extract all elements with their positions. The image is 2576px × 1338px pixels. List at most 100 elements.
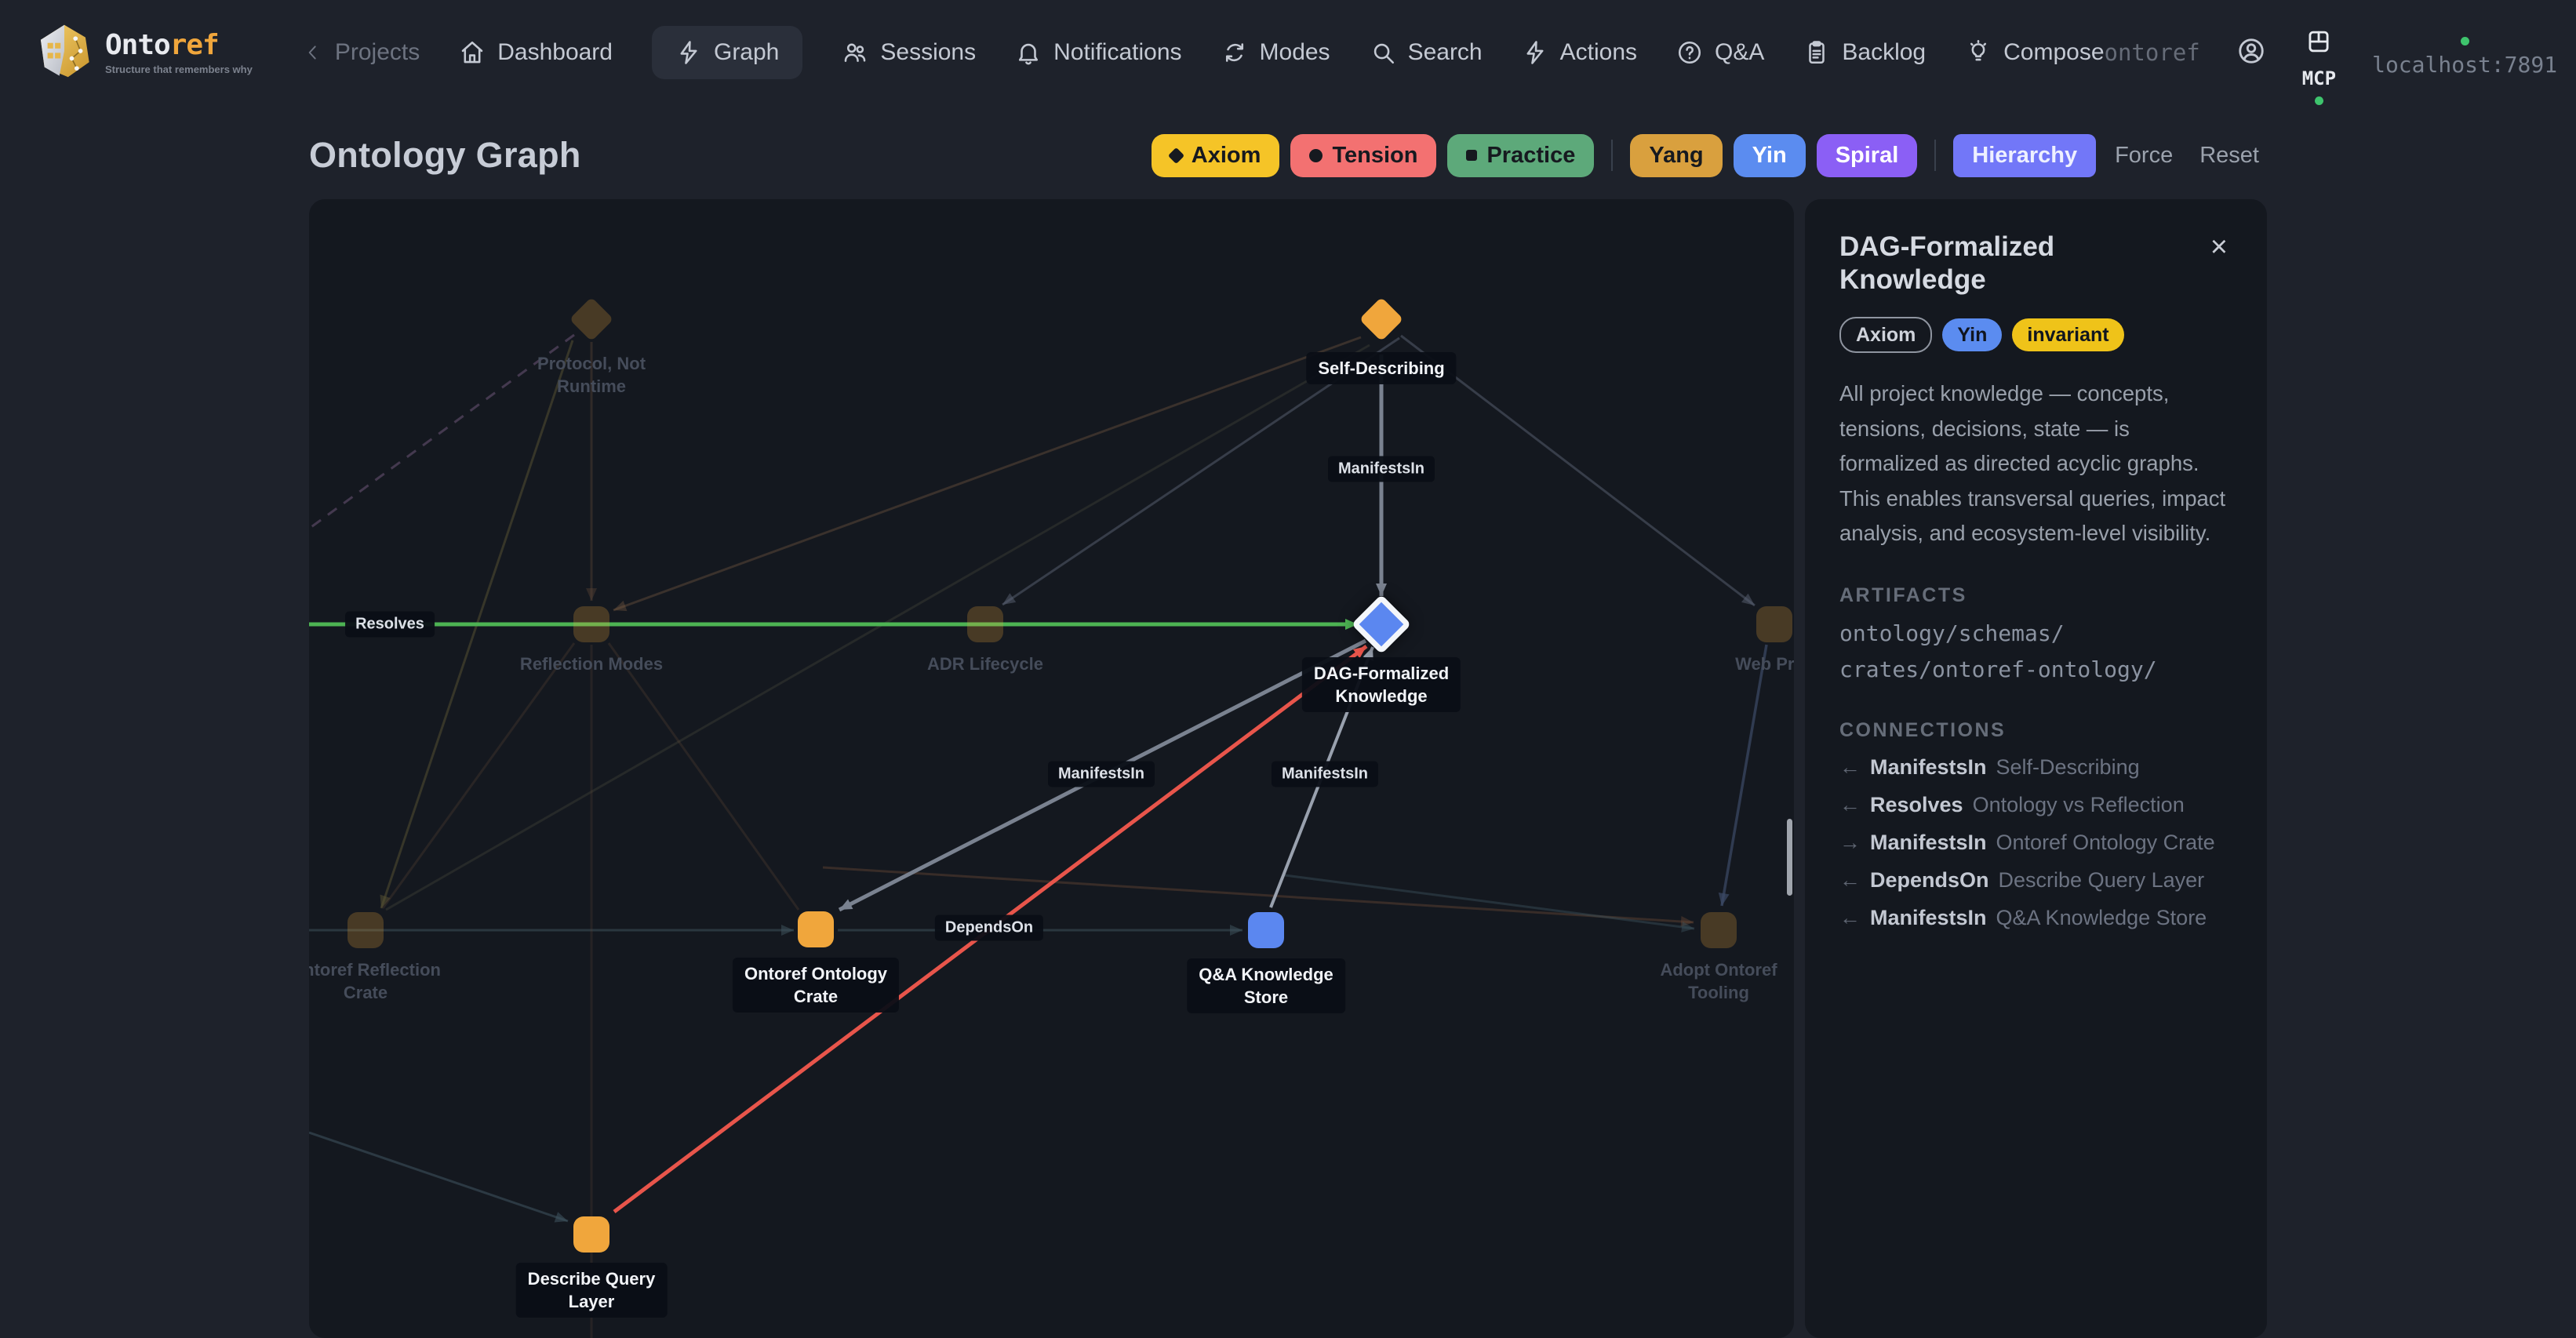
node-detail-panel: DAG-Formalized Knowledge × Axiom Yin inv… bbox=[1805, 199, 2267, 1338]
mcp-icon bbox=[2304, 27, 2334, 60]
graph-scrollbar[interactable] bbox=[1787, 819, 1792, 896]
graph-edge-arrowhead bbox=[1353, 646, 1366, 659]
connection-row[interactable]: ← DependsOn Describe Query Layer bbox=[1839, 867, 2205, 892]
arrow-left-icon: ← bbox=[1839, 754, 1861, 779]
graph-node-qa-knowledge-store[interactable] bbox=[1248, 912, 1284, 948]
graph-edge-arrowhead bbox=[1741, 593, 1755, 605]
graph-node-label-reflection-modes: Reflection Modes bbox=[519, 654, 664, 674]
graph-edge-label: DependsOn bbox=[934, 914, 1044, 941]
graph-node-describe-query-layer[interactable] bbox=[573, 1216, 609, 1253]
graph-edge-arrowhead bbox=[380, 894, 391, 908]
mcp-label: MCP bbox=[2301, 67, 2337, 89]
filter-practice[interactable]: Practice bbox=[1447, 133, 1595, 177]
circle-icon bbox=[1309, 148, 1323, 162]
clipboard-icon bbox=[1803, 39, 1830, 66]
bell-icon bbox=[1015, 39, 1042, 66]
nav-item-backlog[interactable]: Backlog bbox=[1803, 39, 1926, 66]
graph-edge-arrowhead bbox=[781, 925, 794, 936]
artifact-path: ontology/schemas/ bbox=[1839, 620, 2065, 646]
nav-back-projects[interactable]: Projects bbox=[303, 39, 420, 66]
tag-invariant: invariant bbox=[2012, 318, 2124, 351]
nav-item-compose[interactable]: Compose bbox=[1965, 39, 2105, 66]
graph-edge-arrowhead bbox=[839, 899, 853, 910]
nav-item-notifications[interactable]: Notifications bbox=[1015, 39, 1182, 66]
graph-edge-label: ManifestsIn bbox=[1271, 761, 1379, 787]
users-icon bbox=[842, 39, 868, 66]
nav-item-graph[interactable]: Graph bbox=[651, 26, 803, 79]
graph-node-ontoref-ontology-crate[interactable] bbox=[798, 911, 834, 947]
nav-item-modes[interactable]: Modes bbox=[1221, 39, 1330, 66]
graph-edge bbox=[822, 866, 1694, 924]
graph-edges-layer bbox=[309, 333, 1768, 1338]
bolt-icon bbox=[1522, 39, 1548, 66]
connection-row[interactable]: ← Resolves Ontology vs Reflection bbox=[1839, 792, 2185, 816]
arrow-left-icon: ← bbox=[1839, 905, 1861, 929]
connection-row[interactable]: ← ManifestsIn Self-Describing bbox=[1839, 754, 2140, 779]
graph-node-label-adr-lifecycle: ADR Lifecycle bbox=[927, 654, 1043, 674]
arrow-right-icon: → bbox=[1839, 830, 1861, 854]
brand[interactable]: Ontoref Structure that remembers why bbox=[35, 21, 253, 85]
diamond-icon bbox=[1167, 147, 1184, 164]
reset-button[interactable]: Reset bbox=[2199, 142, 2259, 168]
graph-edge-label: ManifestsIn bbox=[1327, 456, 1435, 482]
graph-node-web-presence[interactable] bbox=[1756, 606, 1792, 642]
filter-spiral[interactable]: Spiral bbox=[1816, 133, 1918, 177]
nav-item-qa[interactable]: Q&A bbox=[1676, 39, 1764, 66]
connection-row[interactable]: → ManifestsIn Ontoref Ontology Crate bbox=[1839, 830, 2215, 854]
tag-yin: Yin bbox=[1942, 318, 2003, 351]
graph-edge-label: ManifestsIn bbox=[1047, 761, 1155, 787]
graph-edge-arrowhead bbox=[1230, 925, 1243, 936]
filter-yin[interactable]: Yin bbox=[1733, 133, 1806, 177]
avatar-icon[interactable] bbox=[2236, 36, 2266, 70]
bolt-icon bbox=[675, 39, 702, 66]
graph-node-ontoref-reflection-crate[interactable] bbox=[347, 912, 384, 948]
graph-node-adr-lifecycle[interactable] bbox=[967, 606, 1003, 642]
nav-item-dashboard[interactable]: Dashboard bbox=[459, 39, 613, 66]
graph-edge-arrowhead bbox=[1002, 593, 1017, 605]
mcp-status-dot bbox=[2314, 96, 2323, 105]
detail-title: DAG-Formalized Knowledge bbox=[1839, 231, 2055, 295]
filter-tension[interactable]: Tension bbox=[1290, 133, 1437, 177]
graph-edge-arrowhead bbox=[1345, 619, 1358, 630]
graph-node-label-web-presence: Web Pres bbox=[1735, 654, 1794, 674]
top-nav: Ontoref Structure that remembers why Pro… bbox=[0, 0, 2576, 105]
graph-edge-arrowhead bbox=[1681, 921, 1694, 933]
workspace-label: ontoref bbox=[2104, 39, 2200, 66]
graph-edge-arrowhead bbox=[1680, 916, 1694, 927]
mcp-status[interactable]: MCP bbox=[2302, 27, 2336, 105]
graph-node-adopt-ontoref-tooling[interactable] bbox=[1701, 912, 1737, 948]
lightbulb-icon bbox=[1965, 39, 1992, 66]
square-icon bbox=[1466, 150, 1478, 161]
question-circle-icon bbox=[1676, 39, 1703, 66]
graph-edge-label: Resolves bbox=[345, 611, 435, 638]
arrow-left-icon: ← bbox=[1839, 867, 1861, 892]
nav-item-search[interactable]: Search bbox=[1370, 39, 1483, 66]
filter-yang[interactable]: Yang bbox=[1630, 133, 1723, 177]
graph-edge-arrowhead bbox=[586, 588, 597, 601]
graph-node-reflection-modes[interactable] bbox=[573, 606, 609, 642]
arrow-left-icon: ← bbox=[1839, 792, 1861, 816]
host-status: localhost:7891 bbox=[2372, 37, 2557, 78]
graph-edge bbox=[309, 333, 575, 530]
nav-item-sessions[interactable]: Sessions bbox=[842, 39, 976, 66]
chevron-left-icon bbox=[303, 42, 323, 63]
close-icon[interactable]: × bbox=[2210, 231, 2228, 264]
home-icon bbox=[459, 39, 486, 66]
brand-logo-icon bbox=[35, 21, 94, 85]
nav-item-actions[interactable]: Actions bbox=[1522, 39, 1637, 66]
host-status-dot bbox=[2460, 37, 2469, 45]
layout-force-button[interactable]: Force bbox=[2115, 142, 2174, 168]
filter-axiom[interactable]: Axiom bbox=[1151, 133, 1280, 177]
graph-edge-arrowhead bbox=[1376, 584, 1387, 596]
layout-hierarchy-button[interactable]: Hierarchy bbox=[1953, 133, 2097, 177]
connection-row[interactable]: ← ManifestsIn Q&A Knowledge Store bbox=[1839, 905, 2207, 929]
graph-edge bbox=[1284, 874, 1695, 930]
graph-edge bbox=[613, 336, 1362, 612]
